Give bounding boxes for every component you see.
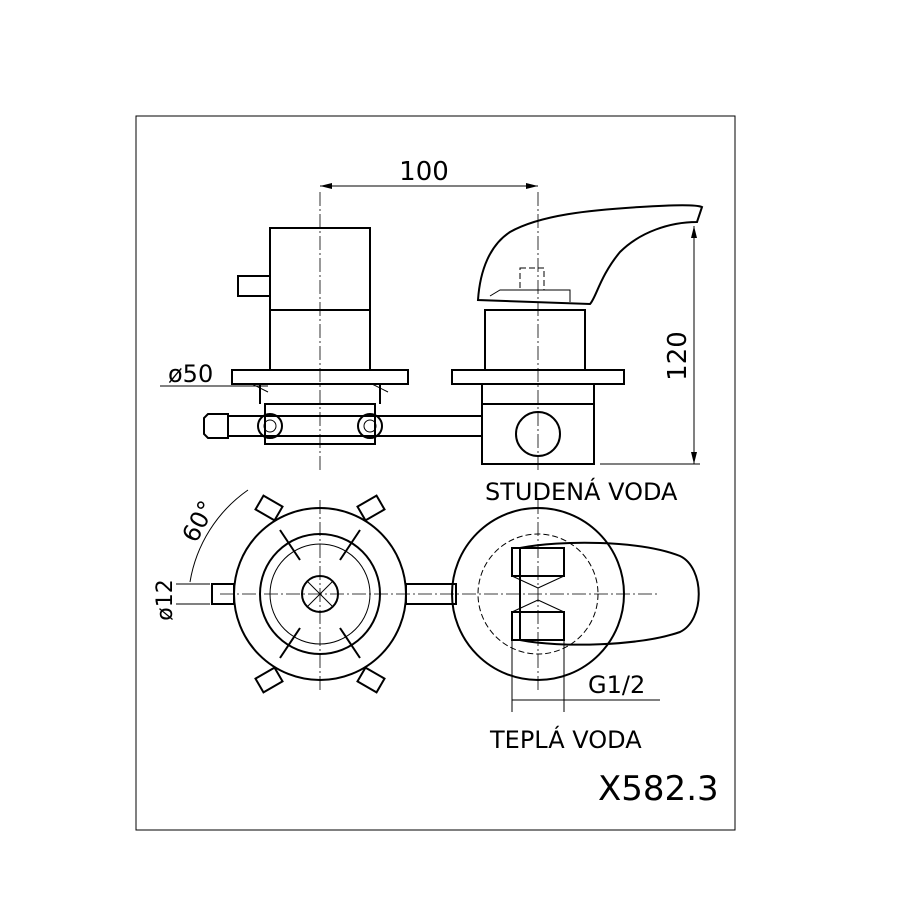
connecting-pipe: [227, 415, 483, 437]
lever-handle: [476, 204, 704, 306]
left-pin: [237, 275, 271, 297]
cold-water-label: STUDENÁ VODA: [485, 477, 678, 506]
dim-diameter-12-label: ø12: [153, 579, 178, 620]
top-view: [211, 494, 700, 694]
dimension-flange: ø50: [160, 360, 268, 388]
drawing-frame: [135, 115, 736, 831]
dim-diameter-50-label: ø50: [168, 360, 213, 388]
dimension-height: 120: [600, 226, 700, 465]
dimension-connector: ø12: [153, 579, 210, 621]
dimension-center-distance: 100: [320, 157, 538, 189]
angle-label: 60°: [177, 496, 222, 547]
right-body: [484, 309, 586, 371]
dim-120-label: 120: [663, 331, 693, 381]
dimension-thread: G1/2: [511, 640, 660, 712]
front-view: [203, 192, 704, 470]
hose-connector: [203, 413, 229, 439]
hot-water-label: TEPLÁ VODA: [489, 725, 642, 754]
thread-label: G1/2: [588, 671, 645, 699]
dim-100-label: 100: [399, 157, 449, 187]
model-code: X582.3: [598, 769, 719, 809]
lever-top: [519, 541, 700, 646]
